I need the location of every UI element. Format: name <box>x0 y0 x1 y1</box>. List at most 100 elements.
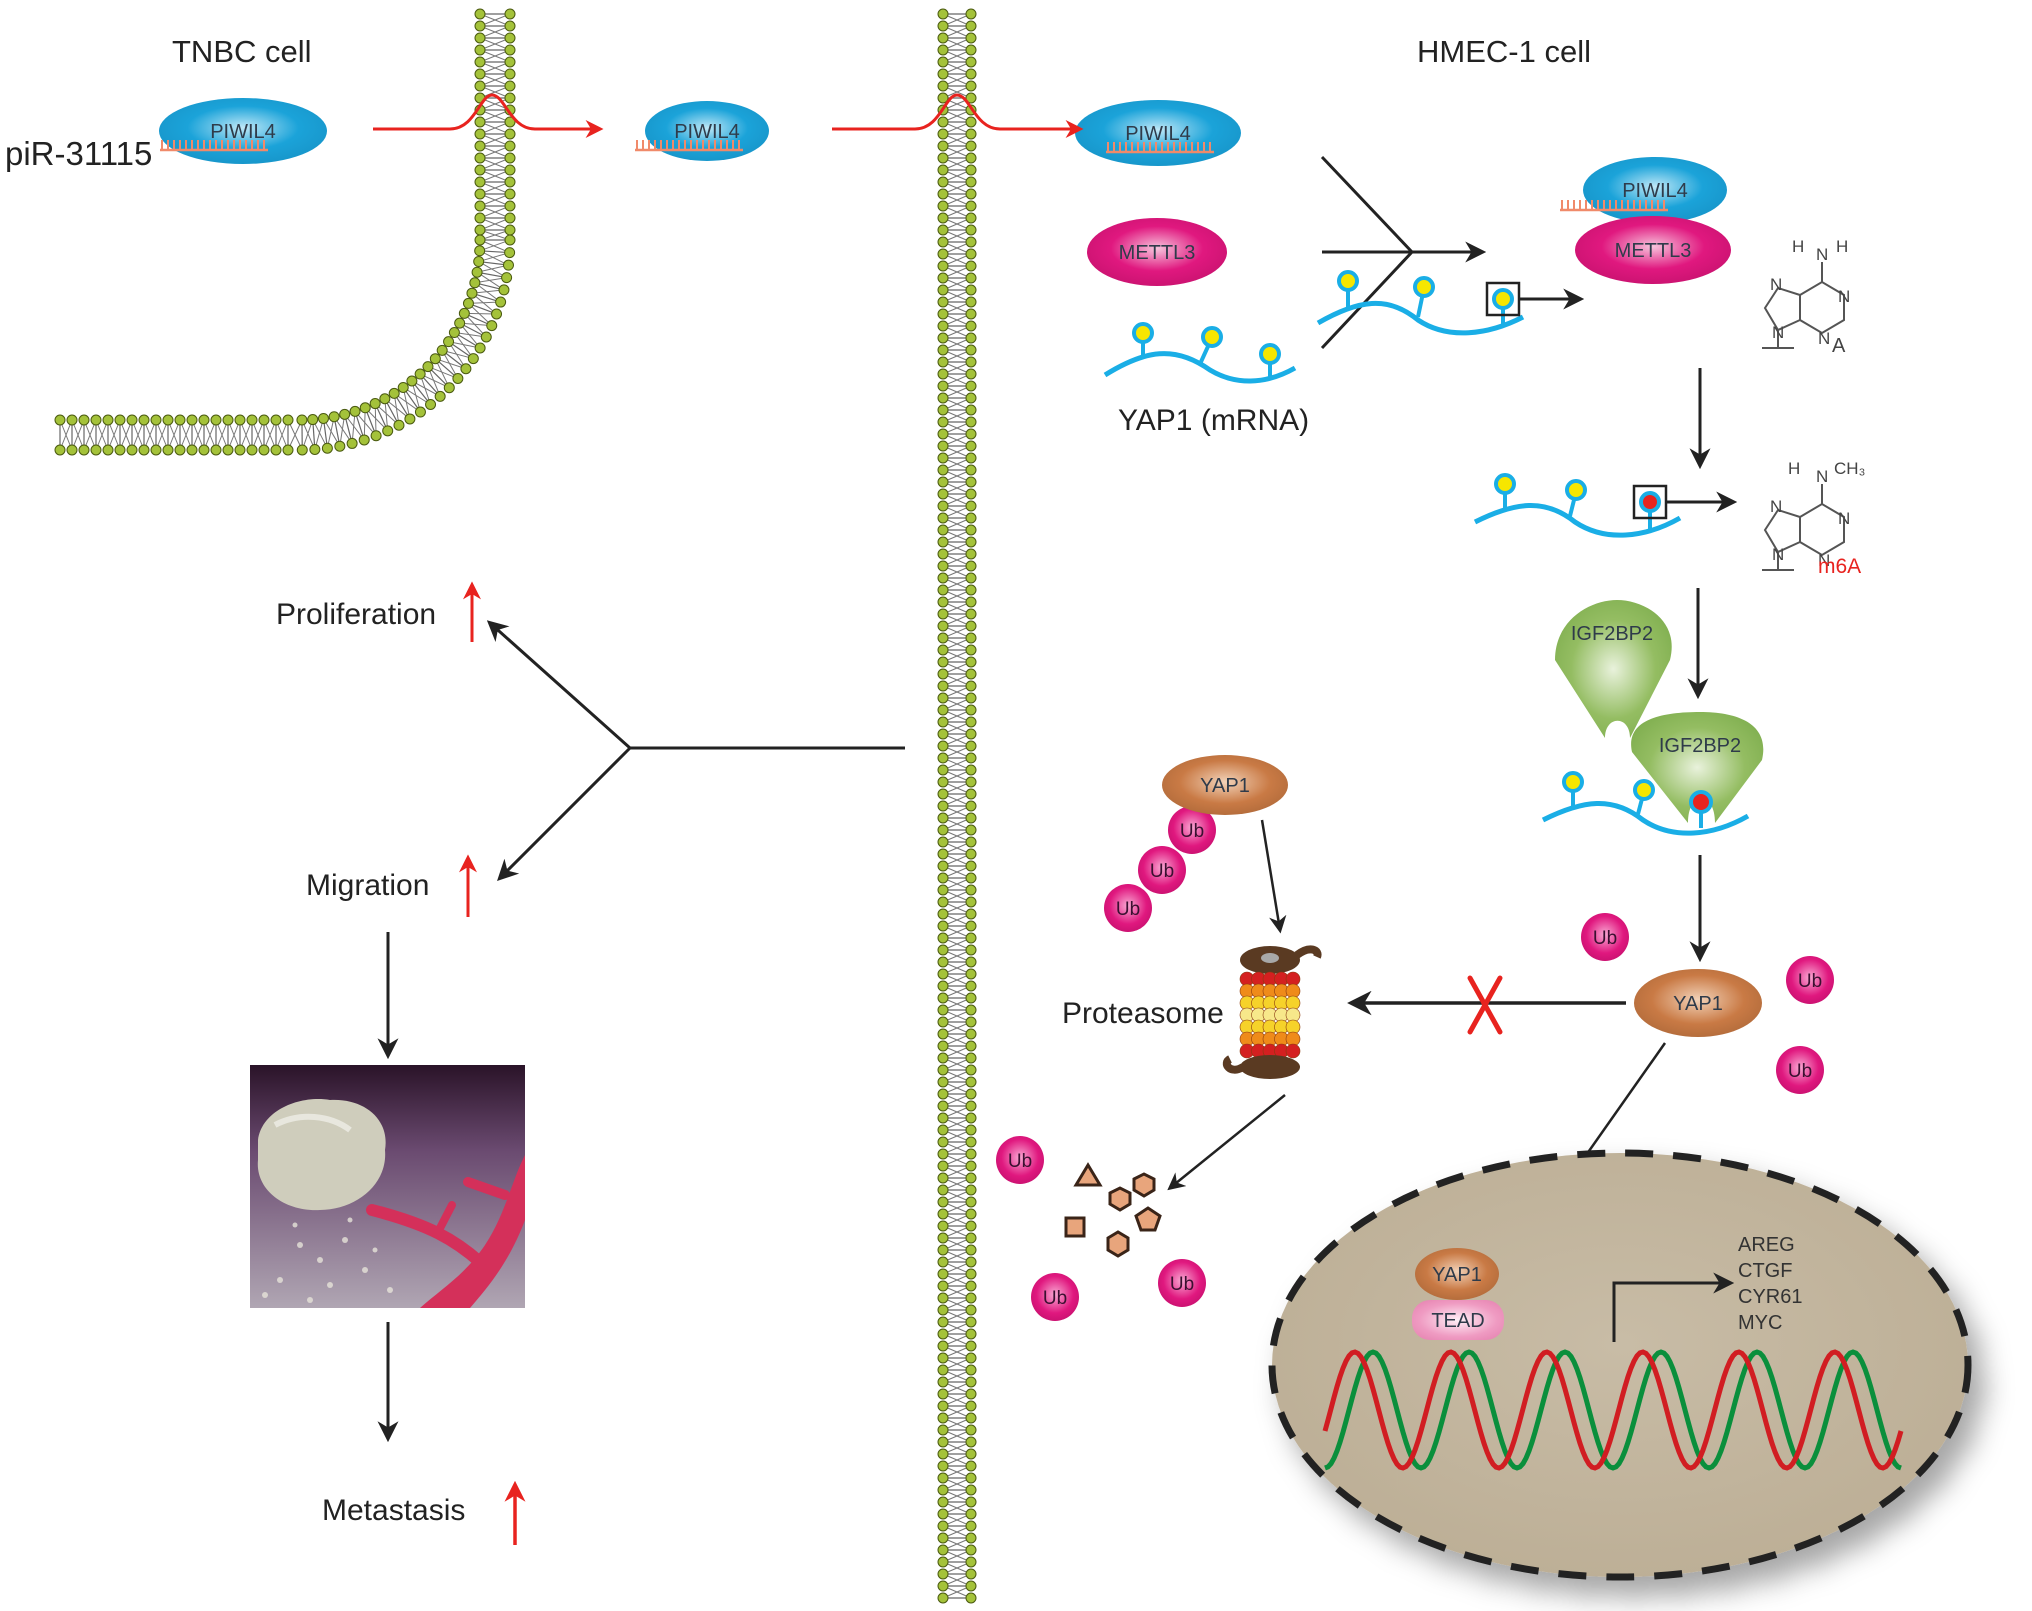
lipid-head <box>965 764 977 776</box>
lipid-head <box>346 437 358 449</box>
lipid-head <box>937 512 949 524</box>
lipid-head <box>474 224 486 236</box>
lipid-head <box>186 414 198 426</box>
lipid-head <box>504 56 516 68</box>
lipid-head <box>937 1532 949 1544</box>
lipid-head <box>474 32 486 44</box>
ubiquitin: Ub <box>1168 806 1216 854</box>
lipid-head <box>965 392 977 404</box>
atom-label: H <box>1792 237 1804 256</box>
lipid-head <box>937 1052 949 1064</box>
lipid-head <box>965 1316 977 1328</box>
dna-helix <box>1322 1349 1904 1471</box>
lipid-head <box>937 1496 949 1508</box>
lipid-head <box>474 212 486 224</box>
lipid-head <box>504 188 516 200</box>
lipid-head <box>937 308 949 320</box>
lipid-head <box>965 1484 977 1496</box>
lipid-head <box>965 500 977 512</box>
lipid-head <box>965 836 977 848</box>
transfer-arrow-2 <box>832 93 1084 138</box>
ubiquitin-label: Ub <box>1043 1288 1067 1309</box>
atom-label: N <box>1818 551 1830 570</box>
lipid-head <box>965 752 977 764</box>
ubiquitin-label: Ub <box>1788 1061 1812 1082</box>
lipid-head <box>937 1328 949 1340</box>
ubiquitin-label: Ub <box>1180 821 1204 842</box>
lipid-head <box>937 1244 949 1256</box>
lipid-head <box>328 411 340 423</box>
lipid-head <box>937 380 949 392</box>
lipid-head <box>937 776 949 788</box>
pirna-strand <box>160 140 268 152</box>
lipid-head <box>504 116 516 128</box>
lipid-head <box>965 524 977 536</box>
lipid-head <box>937 944 949 956</box>
lipid-head <box>965 896 977 908</box>
lipid-head <box>937 728 949 740</box>
lipid-head <box>965 176 977 188</box>
lipid-head <box>937 344 949 356</box>
lipid-head <box>965 608 977 620</box>
ubiquitin: Ub <box>1031 1273 1079 1321</box>
yap1-protein <box>1634 969 1762 1037</box>
lipid-head <box>937 1460 949 1472</box>
ubiquitin: Ub <box>1581 913 1629 961</box>
lipid-head <box>937 1364 949 1376</box>
lipid-head <box>965 188 977 200</box>
lipid-head <box>965 560 977 572</box>
lipid-head <box>937 656 949 668</box>
ubiquitin-circle <box>1158 1259 1206 1307</box>
lipid-head <box>414 406 426 418</box>
lipid-head <box>317 412 329 424</box>
lipid-head <box>965 428 977 440</box>
lipid-head <box>937 128 949 140</box>
lipid-head <box>937 1472 949 1484</box>
ubiquitin-label: Ub <box>1008 1151 1032 1172</box>
merge-arrow <box>1320 155 1487 350</box>
lipid-head <box>965 332 977 344</box>
lipid-head <box>474 20 486 32</box>
yap1-mrna-complex <box>1316 270 1585 336</box>
lipid-head <box>965 116 977 128</box>
lipid-head <box>965 908 977 920</box>
lipid-head <box>937 272 949 284</box>
igf2bp2-protein <box>1555 600 1672 738</box>
target-gene: CYR61 <box>1738 1286 1802 1308</box>
lipid-head <box>965 212 977 224</box>
lipid-head <box>965 1436 977 1448</box>
lipid-head <box>270 444 282 456</box>
lipid-head <box>965 140 977 152</box>
lipid-head <box>174 414 186 426</box>
lipid-head <box>965 1124 977 1136</box>
lipid-head <box>965 1460 977 1472</box>
atom-label: N <box>1770 275 1782 294</box>
piwil4-mettl3-complex: PIWIL4 METTL3 <box>1560 157 1731 284</box>
lipid-head <box>138 414 150 426</box>
lipid-head <box>965 128 977 140</box>
lipid-head <box>965 164 977 176</box>
lipid-head <box>448 327 460 339</box>
lipid-head <box>965 1400 977 1412</box>
lipid-head <box>937 1400 949 1412</box>
lipid-head <box>965 920 977 932</box>
lipid-head <box>965 1256 977 1268</box>
pirna-label: piR-31115 <box>5 135 152 172</box>
ubiquitin-circle <box>1776 1046 1824 1094</box>
lipid-head <box>937 236 949 248</box>
lipid-head <box>965 1580 977 1592</box>
lipid-head <box>937 1136 949 1148</box>
lipid-head <box>937 1388 949 1400</box>
ubiquitin-circle <box>1168 806 1216 854</box>
lipid-head <box>937 524 949 536</box>
lipid-head <box>965 248 977 260</box>
lipid-head <box>965 320 977 332</box>
lipid-head <box>454 317 466 329</box>
lipid-head <box>965 1136 977 1148</box>
lipid-head <box>937 764 949 776</box>
proteasome-subunit <box>1285 1043 1301 1059</box>
lipid-head <box>965 1268 977 1280</box>
metastasis-illustration <box>250 1065 525 1308</box>
lipid-head <box>258 414 270 426</box>
